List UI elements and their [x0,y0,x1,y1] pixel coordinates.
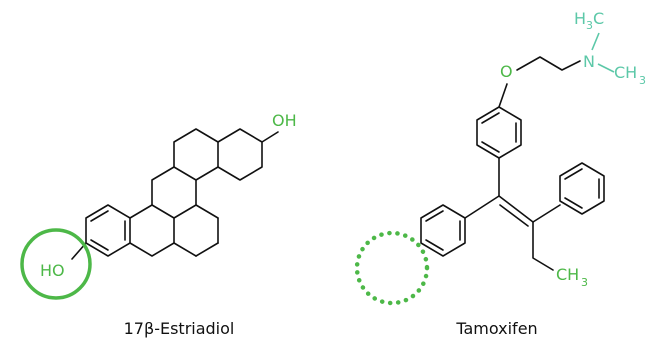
tamoxifen-methyl-right-sub: 3 [639,74,646,87]
tamoxifen-phenoxy-ring [476,106,522,159]
tamoxifen-n-methyl-top-bond [591,32,600,51]
tamoxifen-ethyl-ch-label: CH [556,265,579,284]
tamoxifen-right-phenyl-ring [559,162,605,215]
tamoxifen-left-phenyl-ring [420,204,466,257]
estradiol-hydroxyl-highlight-circle [20,228,92,300]
tamoxifen-left-ring-bond [464,195,500,219]
estradiol-oh-bond [261,131,279,143]
tamoxifen-alkene-double-bond [499,204,529,227]
tamoxifen-right-ring-bond [532,204,561,223]
estradiol-ho-label: HO [40,261,65,280]
tamoxifen-ring-o-bond [498,83,508,108]
tamoxifen-missing-hydroxyl-dotted-circle [354,230,430,306]
estradiol-ring-d [217,128,263,181]
tamoxifen-oxygen-label: O [500,62,513,81]
tamoxifen-caption: Tamoxifen [455,319,537,338]
tamoxifen-methyl-right-ch: CH [614,63,637,82]
tamoxifen-nitrogen-label: N [583,52,595,71]
tamoxifen-methyl-top-sub: 3 [586,19,593,32]
tamoxifen-n-methyl-right-bond [597,63,615,73]
estradiol-ring-c [151,166,219,257]
tamoxifen-structure: O N H 3 C CH 3 CH [354,9,646,338]
estradiol-structure: OH HO 17β-Estriadiol [20,111,297,338]
estradiol-oh-label: OH [272,111,297,130]
estradiol-ring-b [129,204,175,257]
estradiol-ring-a [85,204,131,257]
tamoxifen-ethyl-chain [516,56,581,71]
tamoxifen-ethyl-sub-label: 3 [581,276,588,289]
tamoxifen-ethyl-bond [532,221,554,271]
estradiol-caption: 17β-Estriadiol [124,319,235,338]
tamoxifen-alkene-bond [498,195,534,223]
tamoxifen-methyl-top-c: C [593,9,604,28]
tamoxifen-methyl-top-h: H [574,9,586,28]
estradiol-ring-c-upper [173,128,219,181]
